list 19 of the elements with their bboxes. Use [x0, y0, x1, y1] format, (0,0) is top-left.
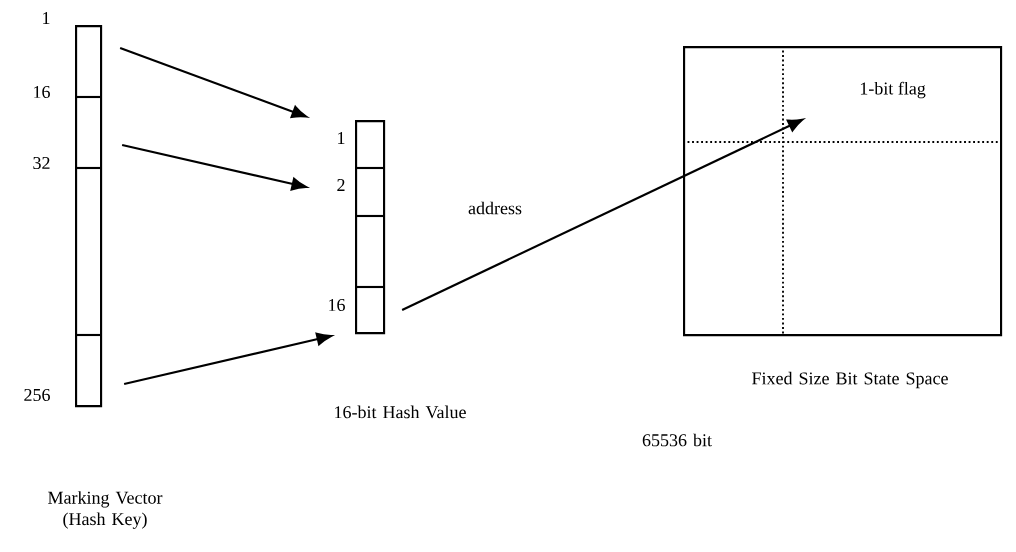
node-label: 1 [338, 132, 345, 144]
arrow [401, 118, 804, 311]
node-label: 65536 bit [642, 433, 712, 447]
node-label: 16-bit Hash Value [335, 405, 466, 419]
hash-value-bar: 16-bit Hash Value 1 2 16 [329, 120, 466, 419]
node-label: 16 [34, 85, 50, 99]
arrow [119, 47, 308, 119]
node-label: 16 [329, 298, 345, 312]
node-label: Marking Vector (Hash Key) [48, 491, 163, 529]
edge-label: address [466, 200, 524, 216]
marking-vector-bar: Marking Vector (Hash Key) 1 16 32 256 [24, 12, 163, 529]
node-label: 1 [43, 12, 50, 24]
node-label: Fixed Size Bit State Space [752, 371, 948, 389]
arrow [121, 143, 307, 191]
flag-cell: 1-bit flag [860, 81, 926, 99]
node-label: 2 [337, 179, 345, 191]
node-label: 32 [33, 156, 50, 170]
arrow [123, 332, 332, 386]
node-label: 256 [24, 388, 50, 402]
